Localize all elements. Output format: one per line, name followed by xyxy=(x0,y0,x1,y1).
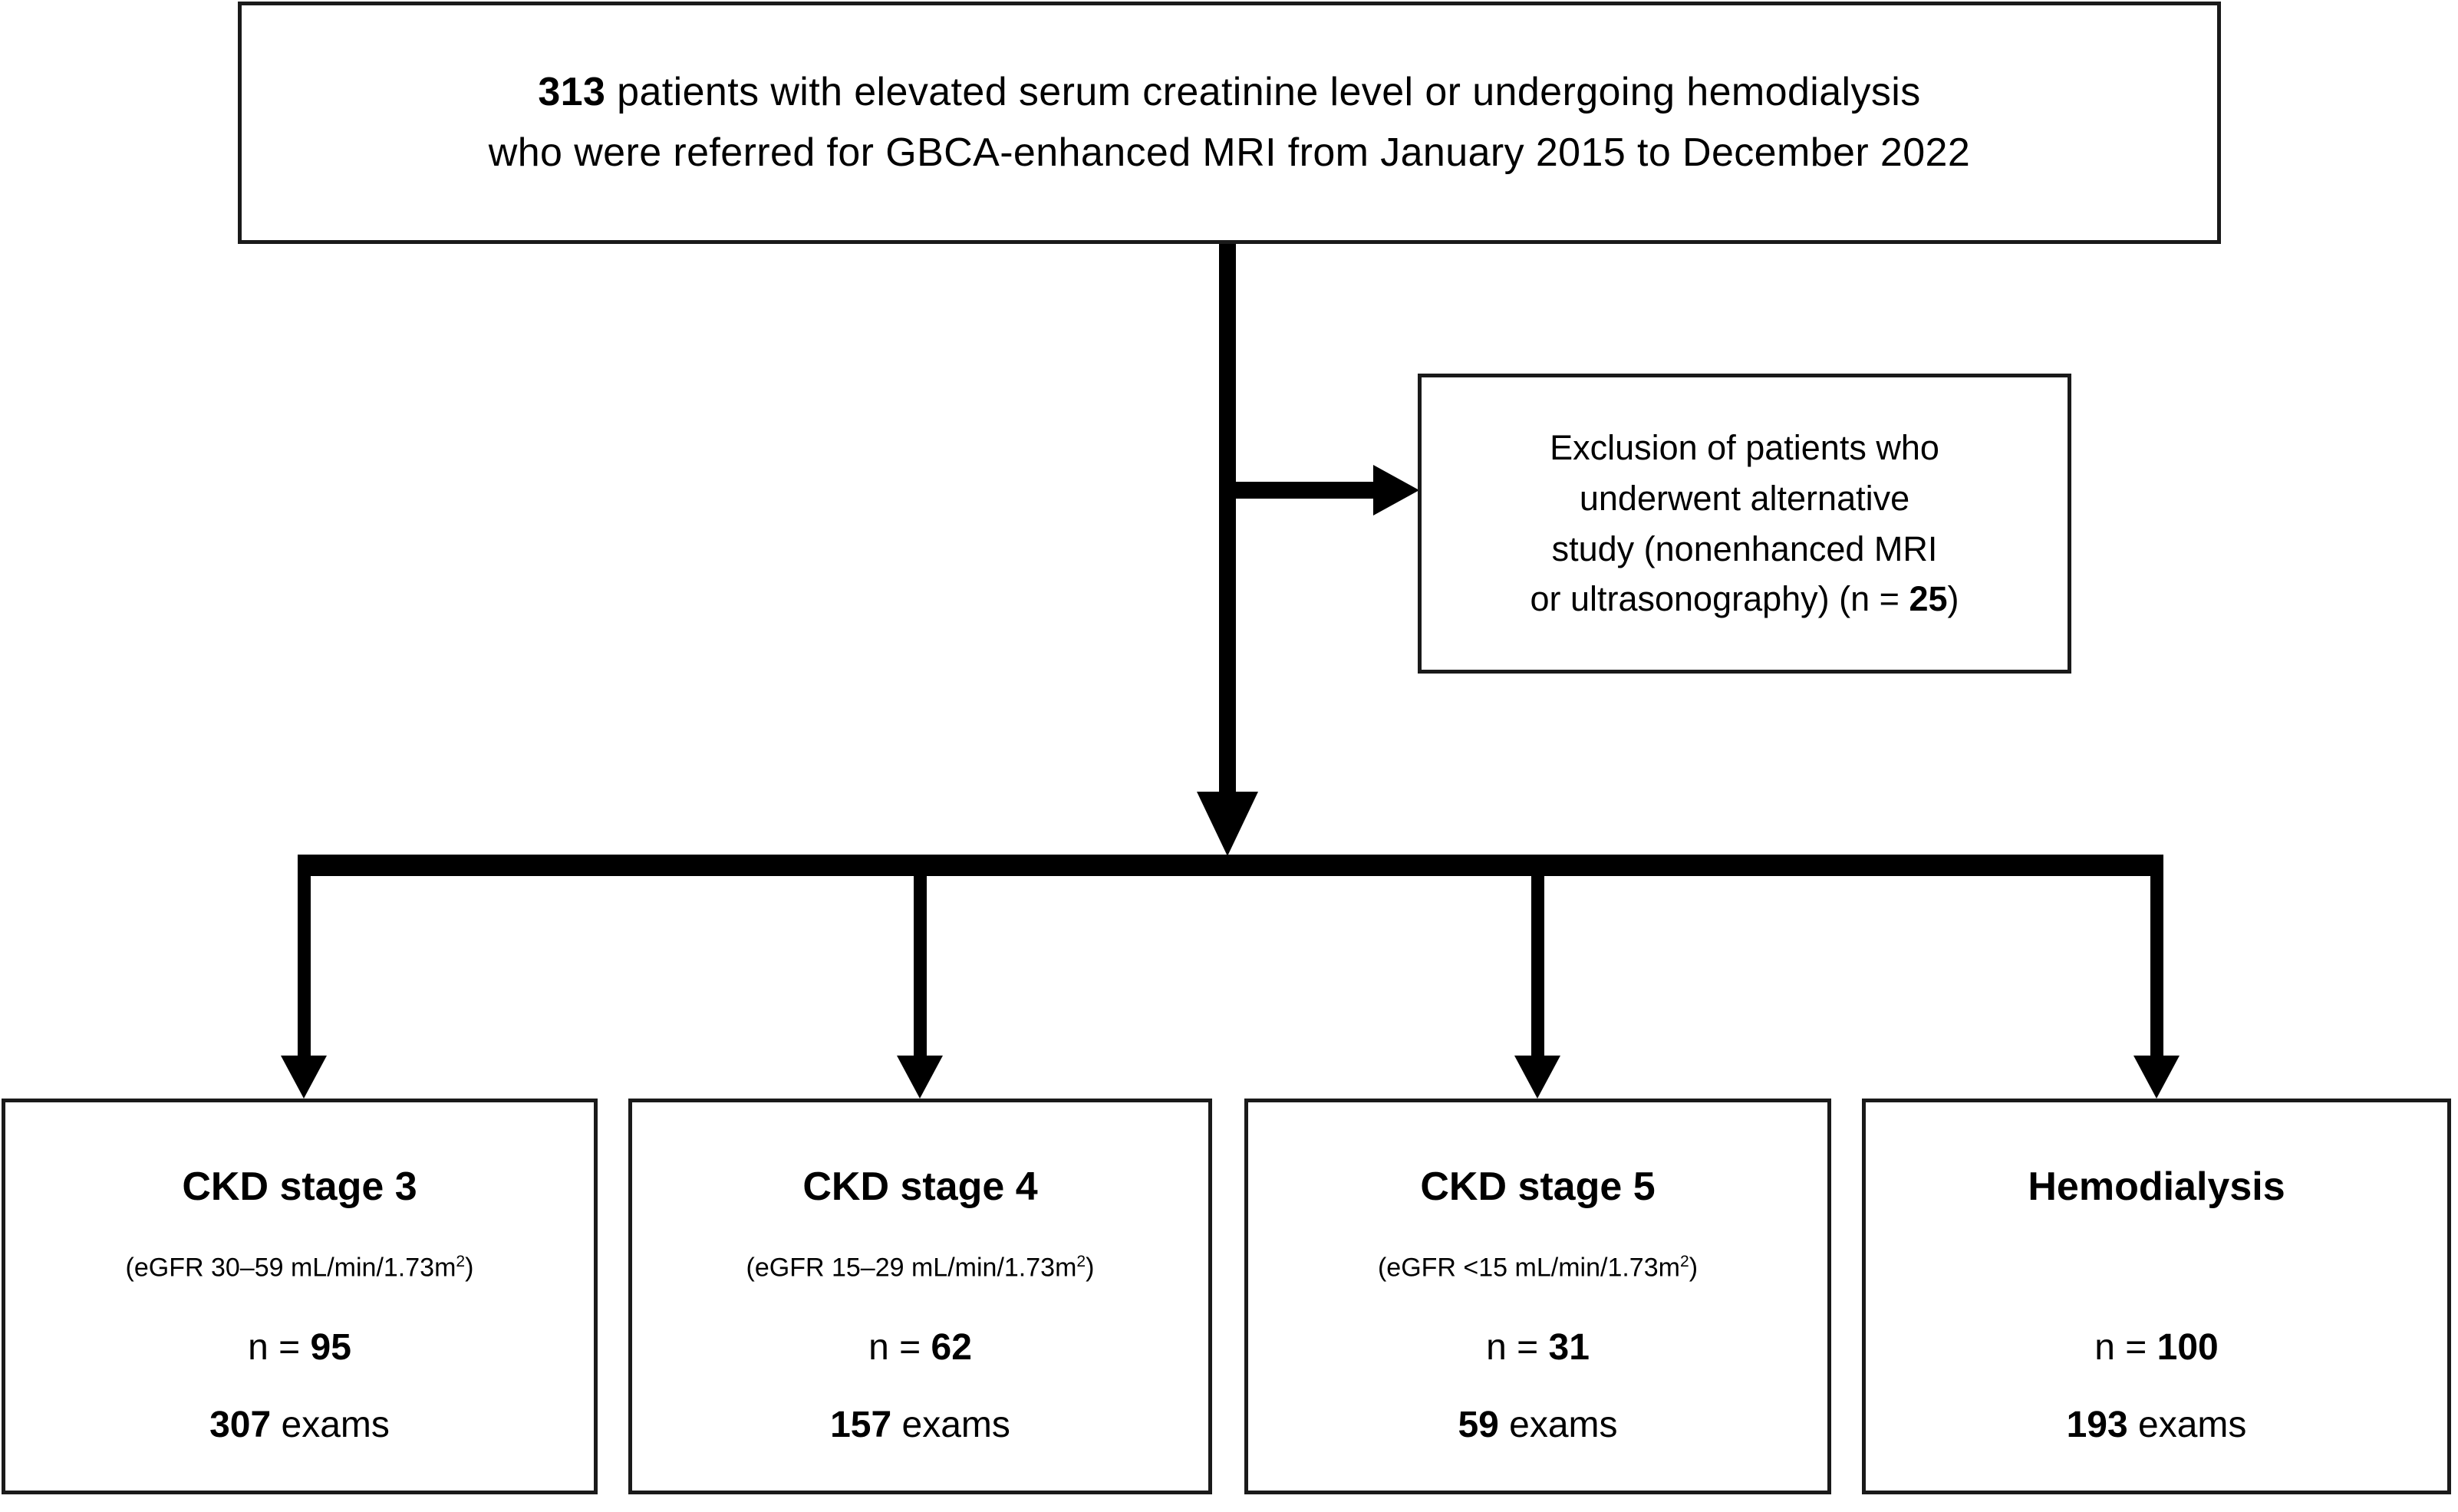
outcome-title-2: CKD stage 5 xyxy=(1420,1164,1656,1209)
outcome-exams-1: 157 exams xyxy=(830,1404,1010,1446)
outcome-exams-value-2: 59 xyxy=(1458,1405,1499,1445)
outcome-criteria-text-1: (eGFR 15–29 mL/min/1.73m xyxy=(746,1253,1077,1283)
outcome-box-ckd-stage-4: CKD stage 4 (eGFR 15–29 mL/min/1.73m2) n… xyxy=(628,1099,1212,1494)
distribution-bar-connector xyxy=(298,855,2163,876)
outcome-box-ckd-stage-5: CKD stage 5 (eGFR <15 mL/min/1.73m2) n =… xyxy=(1244,1099,1831,1494)
outcome-n-value-1: 62 xyxy=(931,1327,972,1368)
outcome-criteria-sup-2: 2 xyxy=(1679,1253,1689,1270)
top-cohort-line-2: who were referred for GBCA-enhanced MRI … xyxy=(488,130,1971,175)
outcome-title-3: Hemodialysis xyxy=(2028,1164,2285,1209)
main-arrowhead-down-icon xyxy=(1197,792,1258,856)
outcome-title-1: CKD stage 4 xyxy=(802,1164,1038,1209)
top-cohort-line-1-text: patients with elevated serum creatinine … xyxy=(605,69,1921,114)
outcome-criteria-suffix-1: ) xyxy=(1086,1253,1095,1283)
outcome-criteria-text-0: (eGFR 30–59 mL/min/1.73m xyxy=(125,1253,456,1283)
outcome-n-label-2: n = xyxy=(1486,1327,1549,1368)
exclusion-line-1: Exclusion of patients who xyxy=(1550,428,1939,468)
outcome-exams-label-1: exams xyxy=(891,1405,1010,1445)
drop-connector-hemodialysis xyxy=(2150,876,2163,1060)
drop-connector-ckd-stage-3 xyxy=(298,876,311,1060)
outcome-exams-3: 193 exams xyxy=(2067,1404,2247,1446)
outcome-n-1: n = 62 xyxy=(868,1326,972,1369)
outcome-n-3: n = 100 xyxy=(2094,1326,2219,1369)
exclusion-box: Exclusion of patients who underwent alte… xyxy=(1418,374,2071,674)
outcome-n-value-0: 95 xyxy=(310,1327,351,1368)
outcome-criteria-1: (eGFR 15–29 mL/min/1.73m2) xyxy=(746,1253,1095,1283)
exclusion-n-suffix: ) xyxy=(1947,579,1959,619)
outcome-criteria-text-2: (eGFR <15 mL/min/1.73m xyxy=(1377,1253,1680,1283)
outcome-n-value-2: 31 xyxy=(1548,1327,1590,1368)
outcome-criteria-suffix-2: ) xyxy=(1689,1253,1699,1283)
drop-arrowhead-down-icon-3 xyxy=(2133,1056,2180,1099)
outcome-n-label-1: n = xyxy=(868,1327,931,1368)
outcome-exams-value-0: 307 xyxy=(209,1405,272,1445)
outcome-box-hemodialysis: Hemodialysis n = 100 193 exams xyxy=(1862,1099,2451,1494)
top-cohort-count: 313 xyxy=(538,69,606,114)
drop-arrowhead-down-icon-2 xyxy=(1514,1056,1560,1099)
exclusion-line-2: underwent alternative xyxy=(1579,478,1910,518)
drop-arrowhead-down-icon-0 xyxy=(281,1056,327,1099)
drop-arrowhead-down-icon-1 xyxy=(897,1056,943,1099)
outcome-exams-2: 59 exams xyxy=(1458,1404,1617,1446)
outcome-criteria-sup-0: 2 xyxy=(456,1253,466,1270)
outcome-criteria-0: (eGFR 30–59 mL/min/1.73m2) xyxy=(126,1253,474,1283)
exclusion-line-3: study (nonenhanced MRI xyxy=(1551,529,1938,568)
outcome-box-ckd-stage-3: CKD stage 3 (eGFR 30–59 mL/min/1.73m2) n… xyxy=(2,1099,598,1494)
exclusion-arrowhead-right-icon xyxy=(1373,465,1419,516)
outcome-exams-0: 307 exams xyxy=(209,1404,390,1446)
drop-connector-ckd-stage-4 xyxy=(914,876,927,1060)
outcome-n-0: n = 95 xyxy=(248,1326,351,1369)
outcome-exams-label-0: exams xyxy=(271,1405,390,1445)
outcome-exams-value-1: 157 xyxy=(830,1405,892,1445)
exclusion-line-4: or ultrasonography) (n = 25) xyxy=(1530,574,1959,624)
outcome-criteria-2: (eGFR <15 mL/min/1.73m2) xyxy=(1378,1253,1698,1283)
outcome-n-2: n = 31 xyxy=(1486,1326,1590,1369)
outcome-exams-label-3: exams xyxy=(2127,1405,2247,1445)
top-cohort-box: 313 patients with elevated serum creatin… xyxy=(238,2,2221,244)
exclusion-branch-connector xyxy=(1227,482,1381,499)
outcome-n-label-0: n = xyxy=(248,1327,311,1368)
outcome-n-value-3: 100 xyxy=(2157,1327,2219,1368)
top-cohort-line-1: 313 patients with elevated serum creatin… xyxy=(538,62,1920,123)
outcome-exams-value-3: 193 xyxy=(2066,1405,2128,1445)
outcome-exams-label-2: exams xyxy=(1498,1405,1618,1445)
exclusion-n-count: 25 xyxy=(1909,579,1948,619)
exclusion-n-label: or ultrasonography) (n = xyxy=(1530,579,1909,619)
main-vertical-connector xyxy=(1219,244,1236,795)
outcome-criteria-suffix-0: ) xyxy=(465,1253,474,1283)
outcome-title-0: CKD stage 3 xyxy=(182,1164,417,1209)
outcome-criteria-sup-1: 2 xyxy=(1076,1253,1086,1270)
drop-connector-ckd-stage-5 xyxy=(1531,876,1544,1060)
outcome-n-label-3: n = xyxy=(2094,1327,2157,1368)
